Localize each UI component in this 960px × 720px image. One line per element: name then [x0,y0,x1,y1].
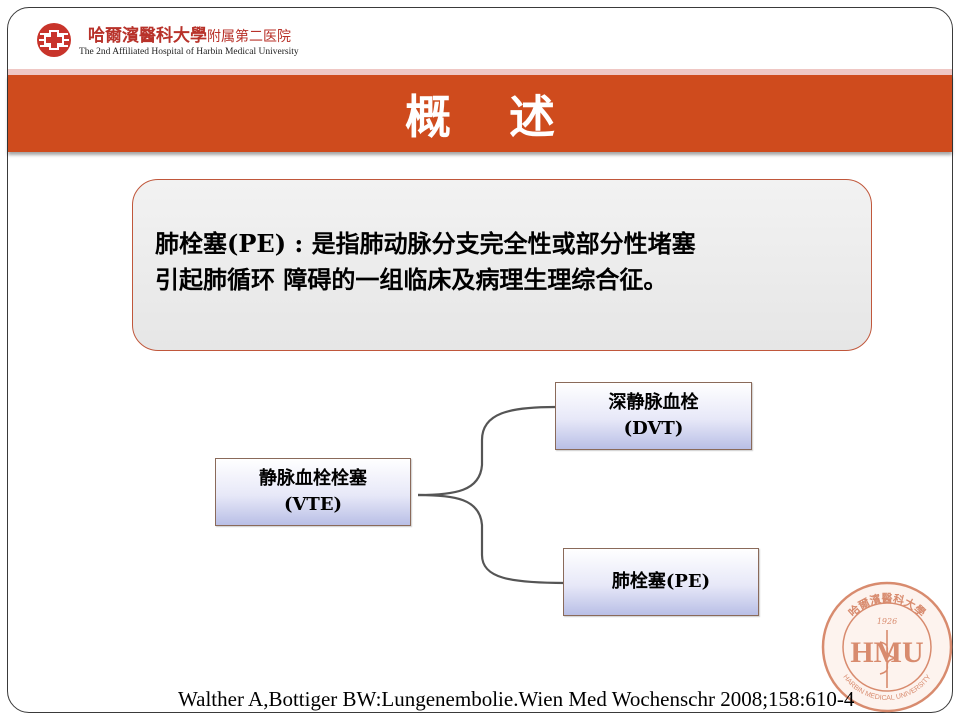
branch-connector [417,405,566,585]
hospital-name-cn: 哈爾濱醫科大學附属第二医院 [88,21,291,46]
node-dvt-label-abbr: (DVT) [623,418,684,439]
node-dvt: 深静脉血栓 (DVT) [555,382,752,450]
hospital-name-en: The 2nd Affiliated Hospital of Harbin Me… [79,47,299,57]
header-divider [8,69,952,75]
node-vte: 静脉血栓栓塞 (VTE) [215,458,411,526]
hospital-cross-emblem-icon [37,23,71,57]
node-pe: 肺栓塞(PE) [563,548,759,616]
definition-box: 肺栓塞(PE) : 是指肺动脉分支完全性或部分性堵塞 引起肺循环 障碍的一组临床… [132,179,872,351]
university-seal-icon: 1926 HMU 哈爾濱醫科大學 HARBIN MEDICAL UNIVERSI… [821,581,953,713]
node-vte-label-cn: 静脉血栓栓塞 [259,468,367,489]
slide-title: 概述 [405,89,613,144]
node-pe-label: 肺栓塞(PE) [611,571,711,592]
node-dvt-label-cn: 深静脉血栓 [608,392,699,413]
title-bar: 概述 [8,75,952,152]
citation-text: Walther A,Bottiger BW:Lungenembolie.Wien… [178,687,855,711]
definition-text: 肺栓塞(PE) : 是指肺动脉分支完全性或部分性堵塞 引起肺循环 障碍的一组临床… [155,229,696,294]
seal-year: 1926 [877,617,897,626]
node-vte-label-abbr: (VTE) [283,494,343,515]
slide-frame [7,7,953,713]
hospital-suffix-cn: 附属第二医院 [207,29,291,45]
university-name-cn: 哈爾濱醫科大學 [88,26,207,46]
